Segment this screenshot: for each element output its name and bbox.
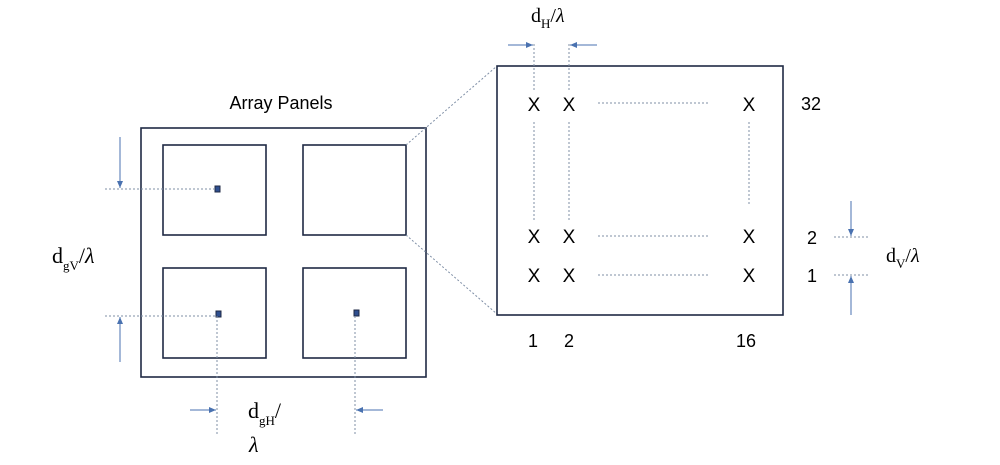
svg-text:dgH/: dgH/ xyxy=(248,398,282,428)
element-marker: X xyxy=(528,95,541,116)
zoom-connector-top xyxy=(405,65,498,146)
panel-center-marker xyxy=(214,185,221,193)
element-marker: X xyxy=(743,266,756,287)
dh-label: dH/λ xyxy=(531,5,565,31)
array-frame xyxy=(140,127,427,378)
svg-text:dH/λ: dH/λ xyxy=(531,5,565,31)
element-marker: X xyxy=(743,95,756,116)
array-panels-group: Array Panels dgV/λ dgH/ λ xyxy=(52,65,498,457)
panel-center-marker xyxy=(215,310,222,318)
element-marker: X xyxy=(528,227,541,248)
svg-text:dV/λ: dV/λ xyxy=(886,245,920,271)
dv-label: dV/λ xyxy=(886,245,920,271)
element-grid-group: X X X X X X X X X 1 2 16 32 2 1 dH/λ xyxy=(496,5,920,351)
svg-text:λ: λ xyxy=(248,432,259,457)
panel-top-right xyxy=(302,144,407,236)
row-label: 1 xyxy=(807,266,817,286)
row-label: 2 xyxy=(807,228,817,248)
element-marker: X xyxy=(563,95,576,116)
column-label: 2 xyxy=(564,331,574,351)
row-label: 32 xyxy=(801,94,821,114)
element-marker: X xyxy=(563,266,576,287)
svg-text:dgV/λ: dgV/λ xyxy=(52,243,95,273)
column-label: 1 xyxy=(528,331,538,351)
dgv-label: dgV/λ xyxy=(52,243,95,273)
array-panels-title: Array Panels xyxy=(229,93,332,113)
element-marker: X xyxy=(563,227,576,248)
panel-top-left xyxy=(162,144,267,236)
panel-center-marker xyxy=(353,309,360,317)
panel-bottom-left xyxy=(162,267,267,359)
dgh-label: dgH/ λ xyxy=(248,398,282,457)
element-marker: X xyxy=(743,227,756,248)
element-grid-frame xyxy=(496,65,784,316)
column-label: 16 xyxy=(736,331,756,351)
element-marker: X xyxy=(528,266,541,287)
zoom-connector-bottom xyxy=(405,234,498,315)
